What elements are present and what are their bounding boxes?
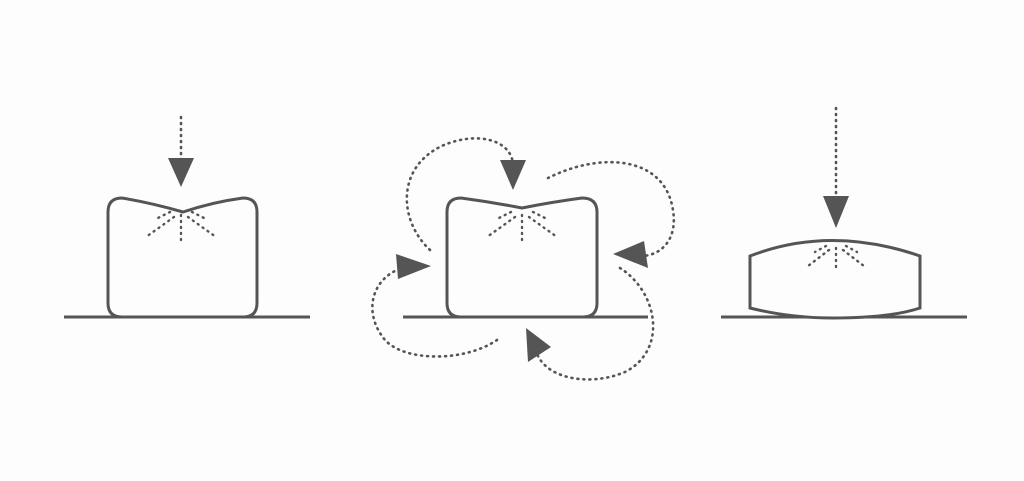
top-arrow	[405, 137, 526, 252]
arrow-head	[396, 254, 431, 279]
arrow-head	[168, 158, 194, 187]
block	[106, 196, 259, 319]
bottom-arrow	[526, 266, 655, 381]
flattened-block	[748, 239, 922, 320]
right-arrow	[546, 160, 675, 268]
panel-flattened-block	[721, 106, 967, 320]
block	[445, 196, 599, 319]
panel-compressed-block	[64, 115, 310, 319]
arrow-head	[823, 196, 849, 228]
arrow-head	[500, 160, 526, 190]
arrow-head	[613, 241, 648, 268]
panel-circulating-block	[371, 137, 675, 381]
arrow-head	[526, 328, 551, 362]
down-arrow	[168, 115, 194, 187]
stress-rays	[144, 210, 218, 245]
stress-rays	[485, 210, 559, 245]
down-arrow	[823, 106, 849, 228]
left-arrow	[371, 254, 499, 358]
stress-rays	[806, 244, 866, 272]
